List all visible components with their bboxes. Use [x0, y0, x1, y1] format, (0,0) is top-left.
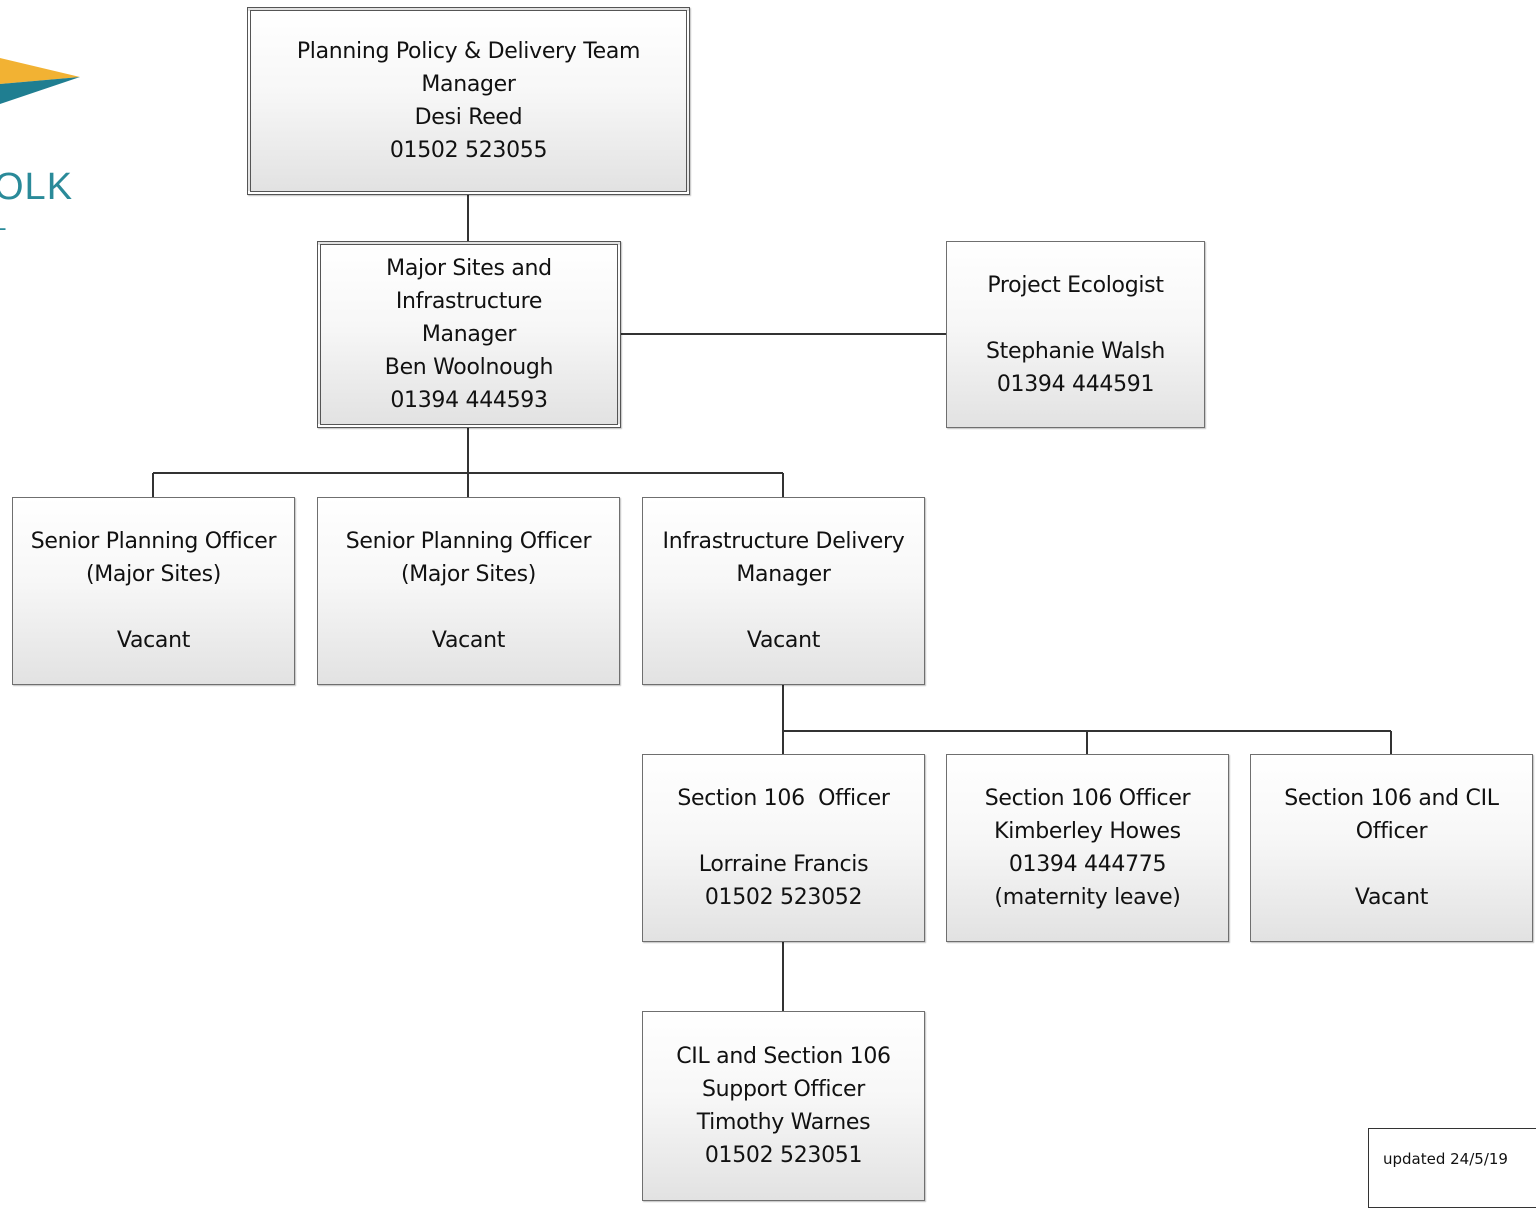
person-name: Kimberley Howes	[994, 819, 1181, 844]
org-box-planning-manager: Planning Policy & Delivery Team Manager …	[247, 7, 690, 195]
person-name: Ben Woolnough	[384, 355, 554, 380]
org-box-senior-planning-officer-2: Senior Planning Officer (Major Sites) Va…	[317, 497, 620, 685]
role-title: Section 106 Officer	[677, 786, 890, 811]
phone-number: 01502 523051	[704, 1143, 863, 1168]
vacancy-status: Vacant	[116, 628, 191, 653]
phone-number: 01394 444775	[1008, 852, 1167, 877]
logo-arrow-icon	[0, 58, 80, 104]
role-title-line3: Manager	[421, 322, 517, 347]
org-box-section-106-cil-officer: Section 106 and CIL Officer Vacant	[1250, 754, 1533, 942]
org-box-project-ecologist: Project Ecologist Stephanie Walsh 01394 …	[946, 241, 1205, 428]
role-title: Planning Policy & Delivery Team	[296, 39, 641, 64]
role-title-line2: Manager	[736, 562, 831, 587]
logo-subtext: L	[0, 210, 7, 235]
person-name: Lorraine Francis	[698, 852, 869, 877]
role-title: Section 106 and CIL	[1284, 786, 1499, 811]
role-title: CIL and Section 106	[676, 1044, 891, 1069]
leave-note: (maternity leave)	[994, 885, 1181, 910]
person-name: Desi Reed	[414, 105, 523, 130]
person-name: Stephanie Walsh	[986, 338, 1165, 364]
person-name: Timothy Warnes	[696, 1110, 871, 1135]
org-box-section-106-officer-2: Section 106 Officer Kimberley Howes 0139…	[946, 754, 1229, 942]
role-title-line2: (Major Sites)	[400, 562, 537, 587]
role-title-line2: Manager	[421, 72, 516, 97]
role-title-line2: (Major Sites)	[85, 562, 222, 587]
council-logo: OLK L	[0, 40, 100, 240]
org-box-section-106-officer: Section 106 Officer Lorraine Francis 015…	[642, 754, 925, 942]
logo-wordmark: OLK	[0, 166, 74, 208]
role-title-line2: Support Officer	[701, 1077, 866, 1102]
vacancy-status: Vacant	[746, 628, 821, 653]
org-box-infrastructure-delivery-manager: Infrastructure Delivery Manager Vacant	[642, 497, 925, 685]
org-box-senior-planning-officer-1: Senior Planning Officer (Major Sites) Va…	[12, 497, 295, 685]
role-title: Section 106 Officer	[984, 786, 1191, 811]
role-title: Major Sites and	[386, 256, 552, 281]
role-title: Senior Planning Officer	[30, 529, 277, 554]
role-title: Senior Planning Officer	[345, 529, 592, 554]
phone-number: 01502 523052	[704, 885, 863, 910]
vacancy-status: Vacant	[431, 628, 506, 653]
org-box-major-sites-manager: Major Sites and Infrastructure Manager B…	[317, 241, 621, 428]
phone-number: 01394 444593	[390, 388, 548, 413]
phone-number: 01502 523055	[389, 138, 548, 163]
updated-date-note: updated 24/5/19	[1368, 1128, 1536, 1208]
org-box-cil-support-officer: CIL and Section 106 Support Officer Timo…	[642, 1011, 925, 1201]
role-title-line2: Infrastructure	[395, 289, 543, 314]
role-title: Infrastructure Delivery	[662, 529, 905, 554]
role-title-line2: Officer	[1355, 819, 1428, 844]
vacancy-status: Vacant	[1354, 885, 1429, 910]
phone-number: 01394 444591	[996, 371, 1155, 397]
role-title: Project Ecologist	[987, 272, 1164, 298]
